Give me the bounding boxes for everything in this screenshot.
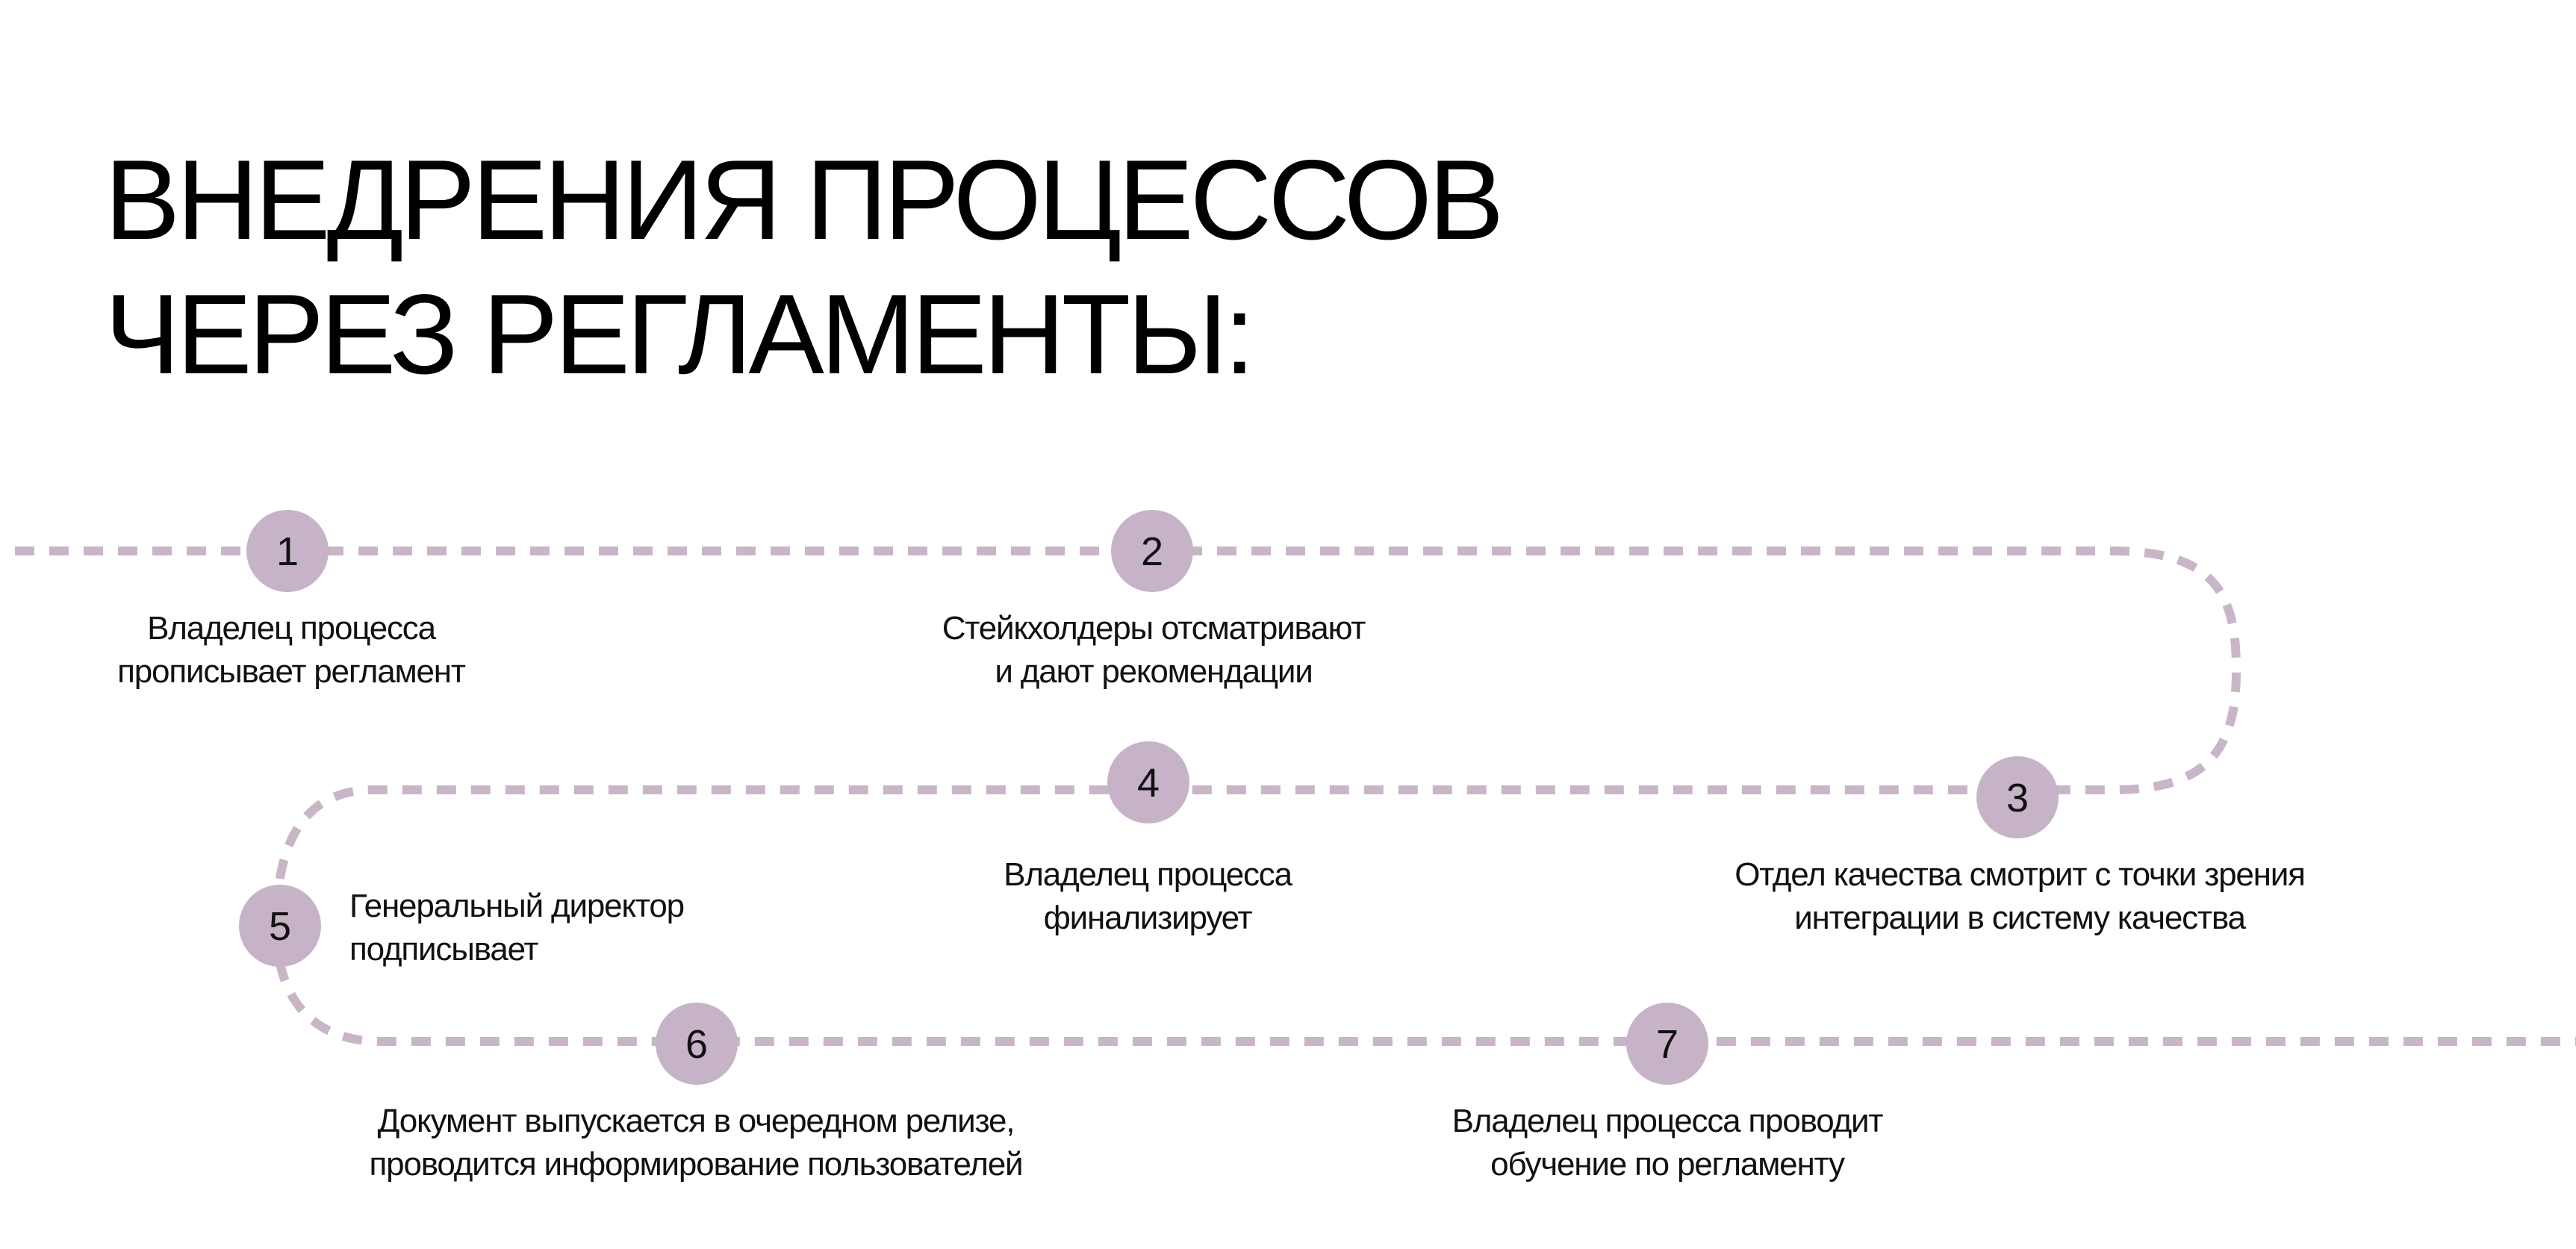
- step-3-line-1: Отдел качества смотрит с точки зрения: [1735, 856, 2306, 893]
- step-3-line-2: интеграции в систему качества: [1794, 900, 2246, 936]
- step-4-line-1: Владелец процесса: [1004, 856, 1292, 893]
- step-number-4: 4: [1137, 761, 1160, 806]
- step-6-line-2: проводится информирование пользователей: [369, 1146, 1024, 1183]
- step-node-1: 1: [246, 510, 329, 592]
- step-number-5: 5: [269, 904, 291, 949]
- step-node-5: 5: [239, 885, 321, 967]
- title-line-1: ВНЕДРЕНИЯ ПРОЦЕССОВ: [105, 137, 1504, 264]
- step-node-7: 7: [1626, 1003, 1708, 1085]
- step-label-6: Документ выпускается в очередном релизе,…: [369, 1100, 1024, 1186]
- step-node-4: 4: [1107, 741, 1189, 823]
- step-7-line-2: обучение по регламенту: [1490, 1146, 1845, 1183]
- step-4-line-2: финализирует: [1043, 900, 1253, 936]
- step-circle-7: [1626, 1003, 1708, 1085]
- step-circle-4: [1107, 741, 1189, 823]
- step-node-6: 6: [656, 1003, 738, 1085]
- step-node-2: 2: [1111, 510, 1193, 592]
- step-2-line-2: и дают рекомендации: [995, 653, 1313, 690]
- step-circle-5: [239, 885, 321, 967]
- step-number-6: 6: [685, 1022, 708, 1067]
- step-label-2: Стейкхолдеры отсматривают и дают рекомен…: [942, 607, 1366, 694]
- step-number-2: 2: [1141, 529, 1163, 574]
- step-label-1: Владелец процесса прописывает регламент: [117, 607, 466, 694]
- step-circle-1: [246, 510, 329, 592]
- step-label-5: Генеральный директор подписывает: [349, 885, 685, 971]
- step-5-line-1: Генеральный директор: [349, 888, 685, 924]
- step-label-7: Владелец процесса проводит обучение по р…: [1452, 1100, 1884, 1186]
- step-2-line-1: Стейкхолдеры отсматривают: [942, 610, 1366, 647]
- page-title: ВНЕДРЕНИЯ ПРОЦЕССОВ ЧЕРЕЗ РЕГЛАМЕНТЫ:: [105, 133, 1504, 402]
- step-5-line-2: подписывает: [349, 931, 539, 968]
- step-6-line-1: Документ выпускается в очередном релизе,: [377, 1103, 1015, 1139]
- step-node-3: 3: [1976, 756, 2059, 838]
- step-label-4: Владелец процесса финализирует: [1004, 853, 1292, 940]
- step-circle-2: [1111, 510, 1193, 592]
- step-number-7: 7: [1656, 1022, 1679, 1067]
- title-line-2: ЧЕРЕЗ РЕГЛАМЕНТЫ:: [105, 271, 1255, 398]
- step-number-3: 3: [2006, 776, 2029, 820]
- step-number-1: 1: [276, 529, 299, 574]
- step-1-line-1: Владелец процесса: [147, 610, 436, 647]
- step-label-3: Отдел качества смотрит с точки зрения ин…: [1735, 853, 2306, 940]
- step-circle-6: [656, 1003, 738, 1085]
- step-7-line-1: Владелец процесса проводит: [1452, 1103, 1884, 1139]
- step-circle-3: [1976, 756, 2059, 838]
- step-1-line-2: прописывает регламент: [117, 653, 466, 690]
